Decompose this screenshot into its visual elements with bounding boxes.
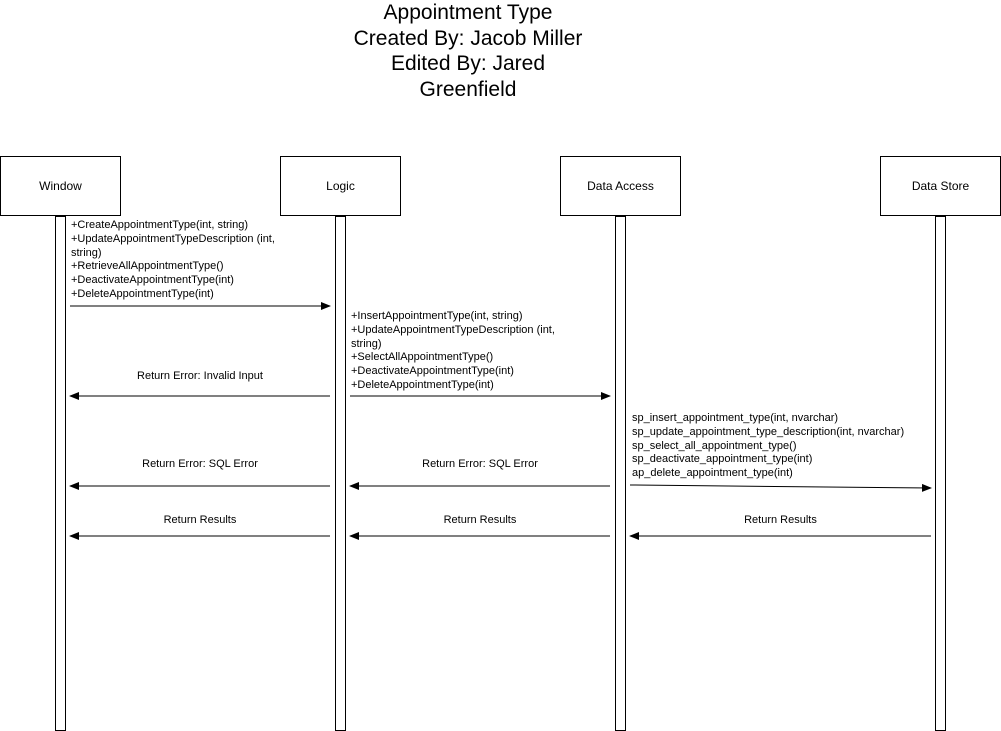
actor-window-label: Window	[39, 179, 82, 193]
message-item: +RetrieveAllAppointmentType()	[71, 260, 224, 273]
message-item: string)	[71, 246, 102, 259]
message-item: +UpdateAppointmentTypeDescription (int,	[351, 323, 555, 336]
actor-data-access: Data Access	[560, 156, 681, 216]
message-item: +CreateAppointmentType(int, string)	[71, 219, 249, 231]
lifeline-window	[55, 216, 66, 731]
actor-data-store: Data Store	[880, 156, 1001, 216]
message-item: sp_insert_appointment_type(int, nvarchar…	[632, 412, 839, 424]
title-line-1: Appointment Type	[383, 1, 553, 24]
message-item: sp_update_appointment_type_description(i…	[632, 425, 905, 438]
message-data-access-to-logic-sql-error: Return Error: SQL Error	[422, 458, 538, 470]
diagram-title: Appointment Type Created By: Jacob Mille…	[268, 0, 668, 102]
title-line-2: Created By: Jacob Miller	[353, 26, 583, 50]
message-item: +DeleteAppointmentType(int)	[351, 378, 494, 391]
actor-logic: Logic	[280, 156, 401, 216]
message-item: +DeactivateAppointmentType(int)	[71, 274, 234, 287]
message-item: +UpdateAppointmentTypeDescription (int,	[71, 232, 275, 245]
lifeline-logic	[335, 216, 346, 731]
lifeline-data-access	[615, 216, 626, 731]
message-item: +InsertAppointmentType(int, string)	[351, 310, 523, 322]
message-item: +DeleteAppointmentType(int)	[71, 287, 214, 300]
title-line-4: Greenfield	[419, 77, 517, 101]
actor-data-store-label: Data Store	[911, 179, 970, 193]
title-line-3: Edited By: Jared	[390, 52, 546, 75]
message-data-access-to-data-store: sp_insert_appointment_type(int, nvarchar…	[632, 412, 904, 481]
actor-data-access-label: Data Access	[587, 179, 654, 193]
message-window-to-logic: +CreateAppointmentType(int, string) +Upd…	[71, 219, 275, 302]
message-logic-to-window-sql-error: Return Error: SQL Error	[142, 458, 258, 470]
message-item: +SelectAllAppointmentType()	[351, 351, 494, 364]
message-data-store-to-data-access-results: Return Results	[744, 514, 817, 526]
actor-window: Window	[0, 156, 121, 216]
message-logic-to-data-access: +InsertAppointmentType(int, string) +Upd…	[351, 310, 555, 393]
message-logic-to-window-results: Return Results	[163, 514, 237, 526]
message-item: string)	[351, 337, 382, 350]
message-logic-to-window-invalid: Return Error: Invalid Input	[137, 370, 263, 382]
message-item: +DeactivateAppointmentType(int)	[351, 365, 514, 378]
message-item: ap_delete_appointment_type(int)	[632, 467, 793, 480]
arrow-data-access-to-data-store	[629, 483, 932, 492]
lifeline-data-store	[935, 216, 946, 731]
message-data-access-to-logic-results: Return Results	[443, 514, 517, 526]
actor-logic-label: Logic	[326, 179, 355, 193]
message-item: sp_deactivate_appointment_type(int)	[632, 453, 813, 466]
message-item: sp_select_all_appointment_type()	[632, 439, 797, 452]
